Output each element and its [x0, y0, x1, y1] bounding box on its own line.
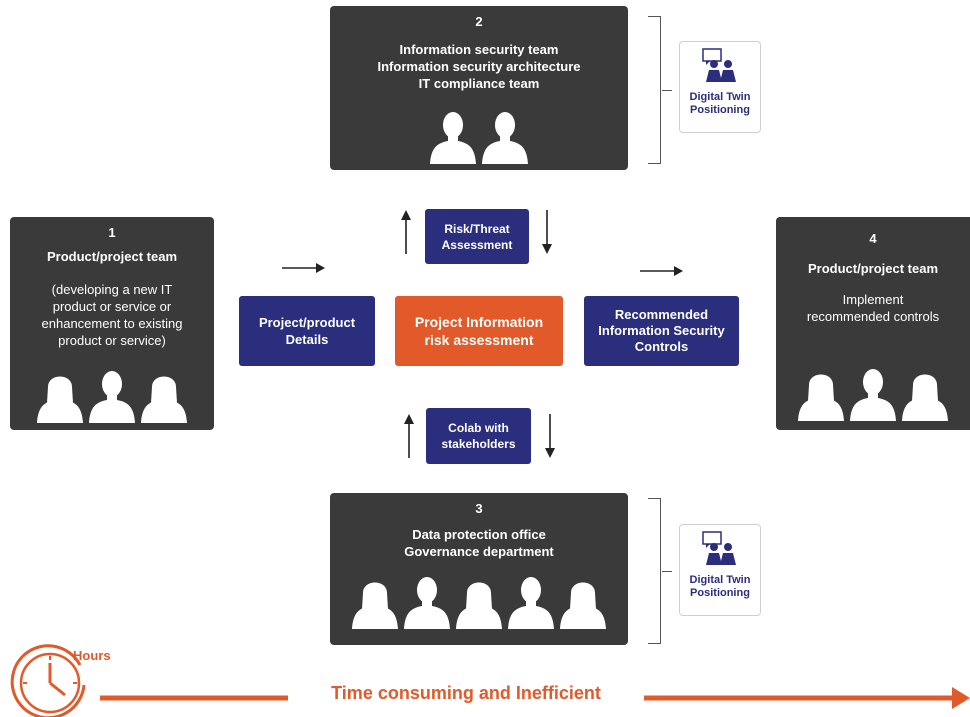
risk-assessment-pill: Project Information risk assessment — [395, 296, 563, 366]
desc-line: enhancement to existing — [41, 316, 183, 331]
desc-line: recommended controls — [806, 309, 940, 324]
pill-line: Risk/Threat — [444, 221, 510, 236]
timeline-arrow — [100, 687, 970, 709]
pill-line: Colab with — [448, 421, 509, 435]
person-icon — [559, 573, 607, 629]
project-details-pill: Project/product Details — [239, 296, 375, 366]
pill-line: stakeholders — [441, 437, 516, 451]
clock-icon — [10, 644, 86, 717]
people-group — [330, 108, 628, 164]
team-line: IT compliance team — [418, 76, 540, 91]
bracket-tick — [662, 571, 672, 572]
pill-line: Controls — [634, 339, 689, 354]
people-group — [10, 367, 214, 423]
badge-line-1: Digital Twin — [689, 91, 751, 103]
person-icon — [507, 573, 555, 629]
people-group — [330, 573, 628, 629]
person-icon — [849, 365, 897, 421]
desc-line: Implement — [842, 292, 904, 307]
person-icon — [455, 573, 503, 629]
digital-twin-logo-icon — [700, 48, 740, 82]
team-list: Data protection office Governance depart… — [330, 526, 628, 560]
badge-line-2: Positioning — [690, 587, 750, 599]
badge-line-1: Digital Twin — [689, 574, 751, 586]
desc-line: product or service) — [58, 333, 166, 348]
person-icon — [36, 367, 84, 423]
recommended-controls-pill: Recommended Information Security Control… — [584, 296, 739, 366]
badge-line-2: Positioning — [690, 104, 750, 116]
desc-line: product or service or — [52, 299, 172, 314]
arrow-down-icon — [542, 210, 552, 254]
pill-line: Assessment — [441, 237, 513, 252]
person-icon — [351, 573, 399, 629]
timeline-label: Time consuming and Inefficient — [288, 683, 644, 704]
bracket-bottom — [648, 498, 672, 644]
arrow-up-icon — [401, 210, 411, 254]
team-line: Information security architecture — [377, 59, 581, 74]
step-number: 4 — [869, 231, 877, 246]
team-title: Product/project team — [46, 249, 178, 264]
pill-line: Project/product — [258, 315, 356, 330]
team-box-2: 2 Information security team Information … — [330, 6, 628, 170]
bracket-tick — [662, 90, 672, 91]
step-number: 1 — [108, 225, 116, 240]
arrow-right-icon — [640, 266, 683, 276]
pill-line: risk assessment — [424, 332, 534, 348]
digital-twin-logo-icon — [700, 531, 740, 565]
team-title: Product/project team — [807, 261, 939, 276]
arrow-down-icon — [545, 414, 555, 458]
person-icon — [429, 108, 477, 164]
digital-twin-badge-bottom: Digital Twin Positioning — [679, 524, 761, 616]
desc-line: (developing a new IT — [51, 282, 173, 297]
colab-pill: Colab with stakeholders — [426, 408, 531, 464]
team-line: Information security team — [399, 42, 559, 57]
person-icon — [797, 365, 845, 421]
pill-line: Recommended — [614, 307, 709, 322]
bracket-top — [648, 16, 672, 164]
person-icon — [88, 367, 136, 423]
team-box-1: 1 Product/project team (developing a new… — [10, 217, 214, 430]
person-icon — [140, 367, 188, 423]
team-box-3: 3 Data protection office Governance depa… — [330, 493, 628, 645]
pill-line: Details — [285, 332, 329, 347]
hours-label: Hours — [73, 648, 111, 663]
step-number: 2 — [475, 14, 483, 29]
person-icon — [481, 108, 529, 164]
arrow-right-icon — [282, 263, 325, 273]
team-list: Information security team Information se… — [330, 41, 628, 92]
digital-twin-badge-top: Digital Twin Positioning — [679, 41, 761, 133]
step-number: 3 — [475, 501, 483, 516]
pill-line: Project Information — [414, 314, 544, 330]
person-icon — [901, 365, 949, 421]
pill-line: Information Security — [598, 323, 725, 338]
team-box-4: 4 Product/project team Implement recomme… — [776, 217, 970, 430]
risk-threat-pill: Risk/Threat Assessment — [425, 209, 529, 264]
arrow-up-icon — [404, 414, 414, 458]
people-group — [776, 365, 970, 421]
team-line: Governance department — [404, 544, 554, 559]
team-description: (developing a new IT product or service … — [10, 281, 214, 349]
person-icon — [403, 573, 451, 629]
team-description: Implement recommended controls — [776, 291, 970, 325]
team-line: Data protection office — [412, 527, 546, 542]
